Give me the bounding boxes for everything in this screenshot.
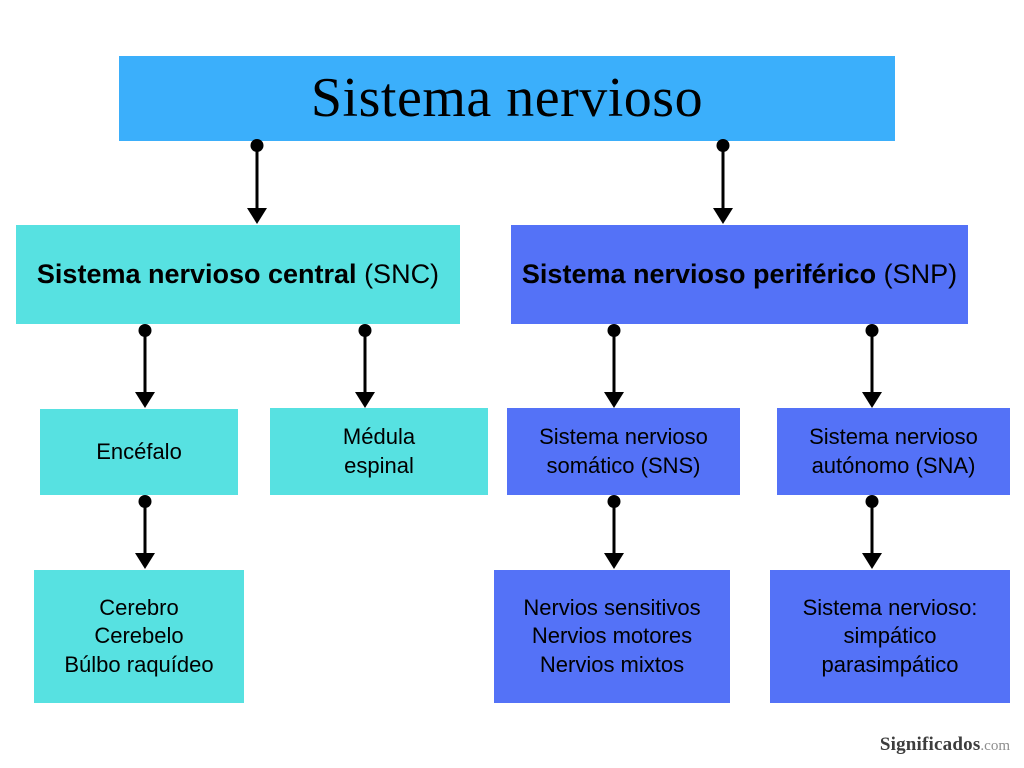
- connector-line: [255, 144, 259, 212]
- arrowhead-down-icon: [713, 208, 733, 224]
- node-sistema-nervioso-somatico: Sistema nervioso somático (SNS): [507, 408, 740, 495]
- connector-peripheral-to-autonomo: [862, 324, 882, 408]
- connector-title-to-peripheral: [713, 139, 733, 224]
- connector-line: [870, 500, 874, 557]
- node-central-text: Sistema nervioso central (SNC): [16, 257, 460, 292]
- arrowhead-down-icon: [862, 553, 882, 569]
- connector-title-to-central: [247, 139, 267, 224]
- node-encefalo-label: Encéfalo: [96, 438, 182, 464]
- connector-somatico-to-parts: [604, 495, 624, 569]
- connector-line: [612, 500, 616, 557]
- arrowhead-down-icon: [862, 392, 882, 408]
- node-autonomo-divisiones-label: Sistema nervioso: simpático parasimpátic…: [802, 594, 978, 677]
- arrowhead-down-icon: [604, 392, 624, 408]
- connector-encefalo-to-parts: [135, 495, 155, 569]
- node-autonomo-divisiones: Sistema nervioso: simpático parasimpátic…: [770, 570, 1010, 703]
- node-medula-label: Médula espinal: [342, 423, 416, 478]
- node-central-label-bold: Sistema nervioso central: [36, 258, 357, 289]
- watermark-brand: Significados: [879, 734, 981, 755]
- watermark-tld: .com: [980, 738, 1010, 754]
- node-somatico-nervios-label: Nervios sensitivos Nervios motores Nervi…: [523, 594, 701, 677]
- arrowhead-down-icon: [135, 553, 155, 569]
- node-peripheral-label-bold: Sistema nervioso periférico: [521, 258, 877, 289]
- connector-central-to-medula: [355, 324, 375, 408]
- connector-peripheral-to-somatico: [604, 324, 624, 408]
- title-text: Sistema nervioso: [310, 67, 704, 130]
- node-medula-espinal: Médula espinal: [270, 408, 488, 495]
- node-peripheral-text: Sistema nervioso periférico (SNP): [511, 257, 968, 292]
- node-peripheral-label-abbr: (SNP): [876, 258, 958, 289]
- node-sistema-nervioso-autonomo: Sistema nervioso autónomo (SNA): [777, 408, 1010, 495]
- node-somatico-label: Sistema nervioso somático (SNS): [539, 423, 708, 478]
- arrowhead-down-icon: [135, 392, 155, 408]
- node-sistema-nervioso-title: Sistema nervioso: [119, 56, 895, 141]
- connector-autonomo-to-parts: [862, 495, 882, 569]
- node-somatico-nervios: Nervios sensitivos Nervios motores Nervi…: [494, 570, 730, 703]
- node-autonomo-label: Sistema nervioso autónomo (SNA): [809, 423, 978, 478]
- node-sistema-nervioso-periferico: Sistema nervioso periférico (SNP): [511, 225, 968, 324]
- node-central-label-abbr: (SNC): [356, 258, 440, 289]
- connector-line: [143, 329, 147, 396]
- arrowhead-down-icon: [604, 553, 624, 569]
- connector-line: [612, 329, 616, 396]
- connector-central-to-encefalo: [135, 324, 155, 408]
- node-sistema-nervioso-central: Sistema nervioso central (SNC): [16, 225, 460, 324]
- node-encefalo-partes: Cerebro Cerebelo Búlbo raquídeo: [34, 570, 244, 703]
- connector-line: [143, 500, 147, 557]
- connector-line: [363, 329, 367, 396]
- connector-line: [870, 329, 874, 396]
- watermark-significados: Significados.com: [880, 734, 1010, 756]
- arrowhead-down-icon: [355, 392, 375, 408]
- arrowhead-down-icon: [247, 208, 267, 224]
- connector-line: [721, 144, 725, 212]
- node-encefalo: Encéfalo: [40, 409, 238, 495]
- node-encefalo-partes-label: Cerebro Cerebelo Búlbo raquídeo: [64, 594, 214, 677]
